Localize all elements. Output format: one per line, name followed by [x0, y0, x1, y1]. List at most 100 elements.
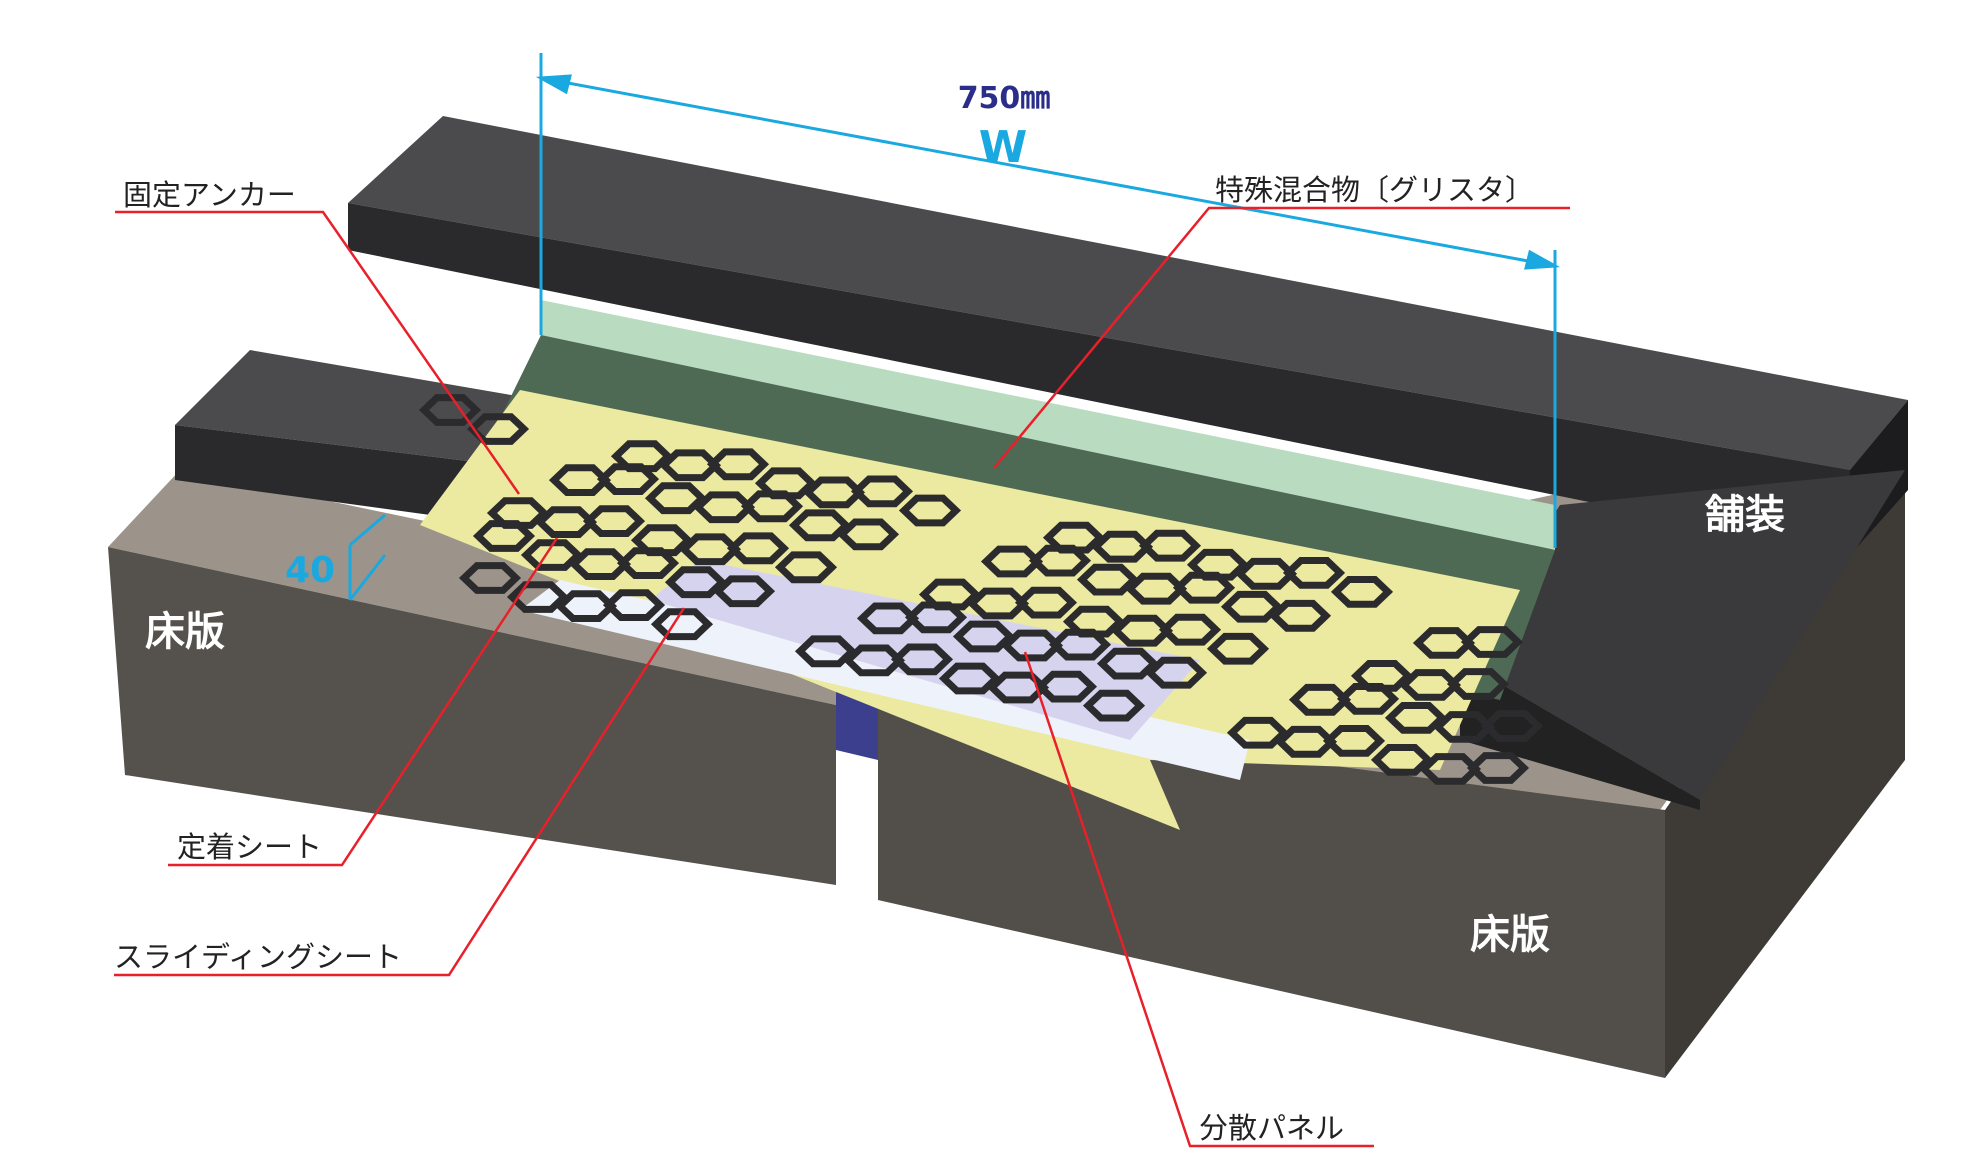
hex-cell	[1014, 586, 1078, 619]
hex-cell	[1282, 557, 1346, 589]
special-mixture-area	[541, 300, 1555, 550]
hex-cell	[836, 518, 900, 551]
hex-cell	[850, 475, 914, 508]
width-symbol: W	[979, 122, 1028, 173]
hex-cell	[986, 671, 1050, 704]
hex-cell	[856, 602, 920, 635]
hex-cell	[1076, 563, 1140, 596]
hex-cell	[1370, 744, 1434, 776]
hex-cell	[1206, 632, 1270, 665]
hex-cell	[568, 548, 632, 580]
hex-cell	[1432, 711, 1496, 743]
label-deck-slab-left: 床版	[145, 609, 225, 655]
label-deck-slab-right: 床版	[1470, 912, 1550, 958]
hex-cell	[1082, 689, 1146, 722]
hex-cell	[712, 575, 776, 608]
hex-cell	[842, 644, 906, 677]
hex-cell	[890, 643, 954, 676]
hex-cell	[1090, 530, 1154, 563]
label-special-mixture: 特殊混合物〔グリスタ〕	[1215, 173, 1534, 207]
hex-cell	[418, 394, 482, 426]
hex-cell	[1226, 716, 1290, 749]
hex-cell	[1330, 576, 1394, 608]
hex-cell	[740, 490, 804, 523]
hex-cell	[1288, 683, 1352, 716]
hex-cell	[650, 608, 714, 641]
hex-cell	[1220, 590, 1284, 623]
hex-cell	[610, 440, 674, 473]
width-dimension	[535, 53, 1561, 548]
hex-cell	[472, 520, 536, 552]
hex-cell	[1186, 548, 1250, 581]
hex-cell	[1384, 702, 1448, 734]
hex-cell	[1000, 629, 1064, 662]
hex-cell	[596, 463, 660, 495]
hex-cell	[630, 524, 694, 557]
label-anchoring-sheet: 定着シート	[177, 830, 322, 864]
hex-cell	[706, 448, 770, 481]
hex-cell	[952, 620, 1016, 653]
hex-cell	[534, 506, 598, 538]
hexagonal-panel-grid	[418, 394, 1544, 785]
hex-cell	[918, 578, 982, 611]
hex-cell	[1062, 605, 1126, 638]
label-pavement: 舗装	[1704, 492, 1785, 538]
hex-cell	[802, 476, 866, 509]
hex-cell	[1412, 627, 1476, 659]
thickness-dimension	[348, 513, 387, 601]
hex-cell	[1042, 521, 1106, 554]
hex-cell	[664, 566, 728, 599]
hex-cell	[1158, 613, 1222, 646]
hex-cell	[1274, 725, 1338, 758]
hex-cell	[794, 635, 858, 668]
hex-cell	[554, 590, 618, 622]
hex-cell	[980, 545, 1044, 578]
hex-cell	[774, 551, 838, 584]
hex-cell	[1144, 656, 1208, 689]
hex-cell	[1418, 753, 1482, 785]
hex-cell	[1110, 614, 1174, 647]
hex-cell	[582, 505, 646, 537]
hex-cell	[548, 464, 612, 496]
hex-cell	[1124, 572, 1188, 605]
hex-cell	[754, 467, 818, 500]
hex-cell	[1480, 710, 1544, 742]
hex-cell	[1460, 626, 1524, 658]
hex-cell	[1350, 660, 1414, 692]
hex-cell	[898, 494, 962, 527]
hex-cell	[458, 562, 522, 594]
hex-cell	[726, 532, 790, 565]
hex-cell	[938, 662, 1002, 695]
hex-cell	[1138, 529, 1202, 562]
gap-seal	[836, 690, 878, 760]
hex-cell	[1234, 557, 1298, 590]
hex-cell	[1048, 628, 1112, 661]
hex-cell	[1466, 752, 1530, 784]
hex-cell	[520, 539, 584, 571]
hex-cell	[1268, 599, 1332, 632]
hex-cell	[616, 547, 680, 579]
hex-cell	[1172, 571, 1236, 604]
hex-cell	[644, 482, 708, 515]
label-distribution-panel: 分散パネル	[1199, 1111, 1344, 1145]
hex-cell	[692, 491, 756, 524]
hex-cell	[1398, 669, 1462, 701]
hex-cell	[658, 449, 722, 482]
hex-cell	[1096, 647, 1160, 680]
width-value: 750㎜	[958, 81, 1051, 116]
hex-cell	[904, 601, 968, 634]
hex-cell	[678, 533, 742, 566]
label-sliding-sheet: スライディングシート	[114, 940, 402, 974]
hex-cell	[506, 581, 570, 613]
hex-cell	[1336, 683, 1400, 715]
leader-lines	[114, 206, 1570, 1148]
pavement	[175, 116, 1908, 810]
hex-cell	[486, 497, 550, 529]
hex-cell	[1322, 725, 1386, 757]
hex-cell	[788, 509, 852, 542]
hex-cell	[466, 413, 530, 445]
hex-cell	[966, 587, 1030, 620]
hex-cell	[602, 589, 666, 621]
